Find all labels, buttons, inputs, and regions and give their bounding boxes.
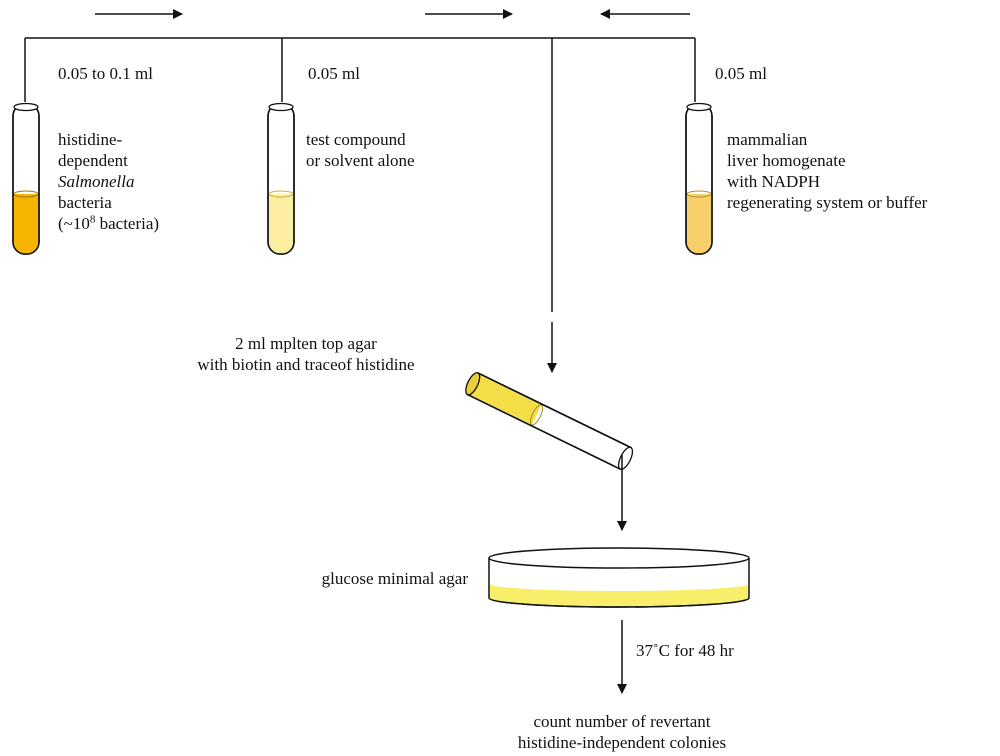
bacteria-culture xyxy=(14,194,38,254)
top-agar-label: 2 ml mplten top agar with biotin and tra… xyxy=(150,333,462,375)
bacteria-label: histidine- dependent Salmonella bacteria… xyxy=(58,129,159,234)
result-label-line-1: count number of revertant xyxy=(533,712,711,731)
compound-solution xyxy=(269,194,293,254)
plate-label: glucose minimal agar xyxy=(321,569,468,588)
top-agar-tube xyxy=(465,371,634,471)
compound-volume-label: 0.05 ml xyxy=(308,64,360,83)
liver-label-line-3: with NADPH xyxy=(727,172,821,191)
liver-homogenate-tube xyxy=(685,102,713,255)
top-agar-label-line-2: with biotin and traceof histidine xyxy=(197,355,415,374)
bacteria-label-line-4: bacteria xyxy=(58,193,112,212)
top-agar-fill xyxy=(468,374,542,425)
compound-label: test compound or solvent alone xyxy=(306,129,415,171)
bacteria-tube xyxy=(12,102,40,255)
mixing-manifold xyxy=(24,37,696,312)
liver-label: mammalian liver homogenate with NADPH re… xyxy=(727,129,927,213)
incubation-label: 37˚C for 48 hr xyxy=(636,641,734,660)
compound-label-line-2: or solvent alone xyxy=(306,151,415,170)
bacteria-label-genus: Salmonella xyxy=(58,172,135,191)
bacteria-volume-label: 0.05 to 0.1 ml xyxy=(58,64,153,83)
bacteria-label-line-2: dependent xyxy=(58,151,128,170)
liver-label-line-1: mammalian xyxy=(727,130,808,149)
bacteria-label-count: (~108 bacteria) xyxy=(58,213,160,233)
glucose-agar-layer xyxy=(490,584,748,606)
compound-label-line-1: test compound xyxy=(306,130,406,149)
compound-tube xyxy=(267,102,295,255)
bacteria-label-line-1: histidine- xyxy=(58,130,123,149)
top-agar-label-line-1: 2 ml mplten top agar xyxy=(235,334,377,353)
petri-plate xyxy=(488,547,750,608)
result-label: count number of revertant histidine-inde… xyxy=(452,711,792,753)
result-label-line-2: histidine-independent colonies xyxy=(517,733,727,752)
liver-label-line-4: regenerating system or buffer xyxy=(727,193,928,212)
liver-homogenate-solution xyxy=(687,194,711,254)
liver-label-line-2: liver homogenate xyxy=(727,151,846,170)
liver-volume-label: 0.05 ml xyxy=(715,64,767,83)
